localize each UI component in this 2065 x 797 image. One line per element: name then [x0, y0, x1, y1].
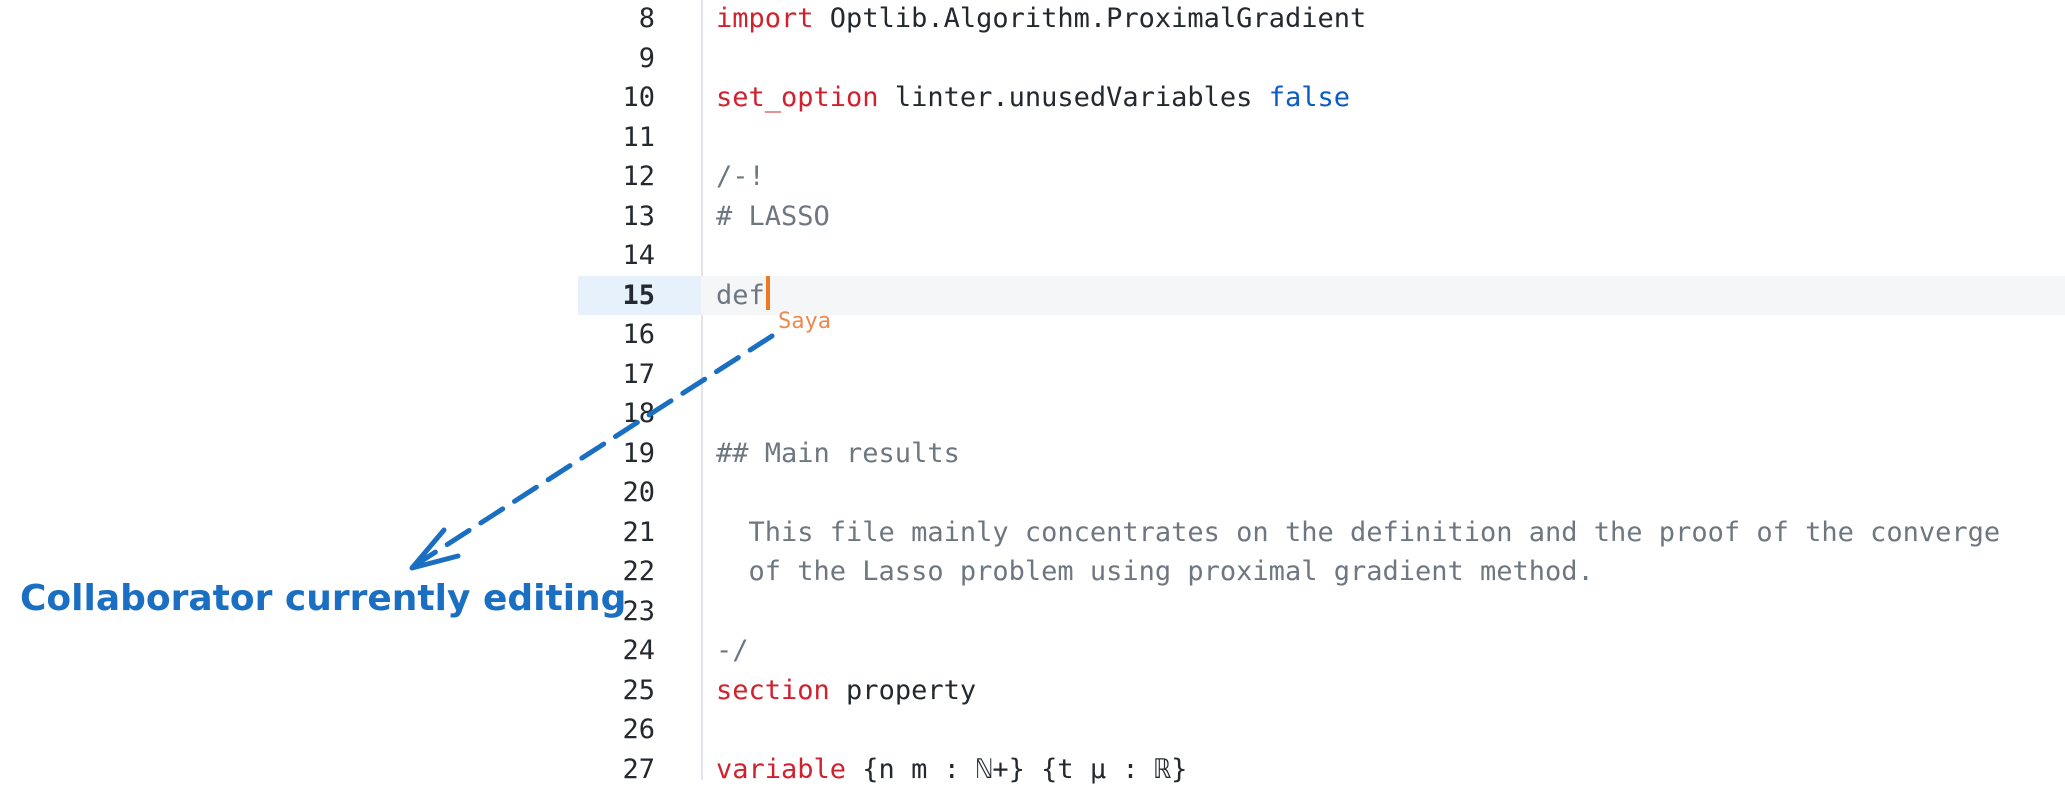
code-token: set_option	[716, 82, 879, 113]
code-token: ## Main results	[716, 437, 960, 469]
code-line[interactable]: 13 # LASSO	[0, 197, 2065, 237]
line-number: 8	[638, 3, 655, 34]
code-token: This file mainly concentrates on the def…	[716, 516, 2001, 548]
code-token: Optlib.Algorithm.ProximalGradient	[813, 3, 1367, 34]
code-token: section	[716, 674, 830, 706]
code-line[interactable]: 16	[0, 315, 2065, 355]
annotation-label: Collaborator currently editing	[20, 578, 627, 619]
code-line-active[interactable]: 15 def	[578, 275, 2065, 316]
line-number: 15	[622, 279, 655, 311]
code-line[interactable]: 11	[0, 118, 2065, 158]
code-token: false	[1268, 82, 1350, 113]
line-number: 12	[622, 161, 655, 192]
line-number: 11	[622, 121, 655, 153]
code-token: linter.unusedVariables	[878, 82, 1269, 113]
code-token: # LASSO	[716, 200, 830, 232]
line-number: 10	[622, 82, 655, 113]
code-token: property	[829, 674, 977, 706]
code-line[interactable]: 8 import Optlib.Algorithm.ProximalGradien…	[0, 0, 2065, 39]
code-token: of the Lasso problem using proximal grad…	[716, 556, 1594, 587]
code-text[interactable]: /-!	[716, 157, 765, 197]
line-number: 27	[622, 753, 655, 785]
line-number: 9	[638, 42, 655, 74]
collaborator-cursor	[765, 275, 770, 310]
code-text[interactable]: def	[716, 275, 770, 316]
code-text[interactable]: -/	[716, 631, 749, 671]
code-text[interactable]: # LASSO	[716, 197, 830, 237]
collaborator-cursor-label: Saya	[778, 309, 831, 334]
code-token: variable	[716, 753, 847, 785]
line-number: 21	[622, 516, 655, 548]
code-line[interactable]: 17	[0, 355, 2065, 395]
line-number: 14	[622, 240, 655, 271]
code-line[interactable]: 23	[0, 592, 2065, 632]
line-number: 25	[622, 674, 655, 706]
code-text[interactable]: ## Main results	[716, 434, 960, 474]
code-line[interactable]: 9	[0, 39, 2065, 79]
line-number: 13	[622, 200, 655, 232]
code-line[interactable]: 20	[0, 473, 2065, 513]
code-line[interactable]: 18	[0, 394, 2065, 434]
code-text[interactable]: set_option linter.unusedVariables false	[716, 78, 1350, 118]
line-number: 20	[622, 477, 655, 508]
code-line[interactable]: 26	[0, 710, 2065, 750]
line-number: 19	[622, 437, 655, 469]
line-number: 24	[622, 635, 655, 666]
code-text[interactable]: This file mainly concentrates on the def…	[716, 513, 2001, 553]
line-number: 23	[622, 595, 655, 627]
code-token: import	[716, 3, 814, 34]
code-line[interactable]: 21 This file mainly concentrates on the …	[0, 513, 2065, 553]
active-line-gutter	[578, 275, 701, 315]
code-line[interactable]: 14	[0, 236, 2065, 276]
code-line[interactable]: 12 /-!	[0, 157, 2065, 197]
code-line[interactable]: 27 variable {n m : ℕ+} {t μ : ℝ}	[0, 750, 2065, 790]
code-text[interactable]: section property	[716, 671, 976, 711]
line-number: 16	[622, 319, 655, 350]
code-token: -/	[716, 635, 749, 666]
code-text[interactable]: variable {n m : ℕ+} {t μ : ℝ}	[716, 750, 1187, 790]
code-line[interactable]: 10 set_option linter.unusedVariables fals…	[0, 78, 2065, 118]
code-token: {n m : ℕ+} {t μ : ℝ}	[846, 753, 1188, 785]
code-line[interactable]: 25 section property	[0, 671, 2065, 711]
code-token: /-!	[716, 161, 765, 192]
line-number: 26	[622, 714, 655, 745]
code-text[interactable]: import Optlib.Algorithm.ProximalGradient	[716, 0, 1366, 39]
line-number: 17	[622, 358, 655, 390]
line-number: 18	[622, 398, 655, 429]
code-line[interactable]: 24 -/	[0, 631, 2065, 671]
code-line[interactable]: 19 ## Main results	[0, 434, 2065, 474]
code-text[interactable]: of the Lasso problem using proximal grad…	[716, 552, 1594, 592]
code-token: def	[716, 279, 765, 311]
